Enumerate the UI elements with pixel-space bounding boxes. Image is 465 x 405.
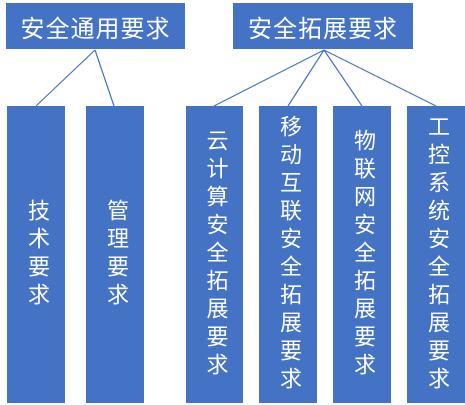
- top-node-label: 安全拓展要求: [248, 14, 398, 43]
- connector-extended-mobile: [287, 49, 325, 107]
- connector-extended-cloud: [213, 49, 325, 107]
- child-node-industrial-control: 工控系统安全拓展要求: [407, 106, 465, 403]
- top-node-label: 安全通用要求: [20, 14, 171, 43]
- connector-general-management: [94, 49, 115, 107]
- top-node-general-requirements: 安全通用要求: [6, 3, 185, 49]
- connector-general-technical: [35, 49, 96, 107]
- child-node-label: 移动互联安全拓展要求: [276, 114, 301, 395]
- child-node-label: 云计算安全拓展要求: [202, 128, 228, 381]
- child-node-management-requirements: 管理要求: [86, 106, 144, 403]
- child-node-label: 工控系统安全拓展要求: [424, 114, 449, 395]
- connector-extended-ics: [323, 49, 437, 107]
- child-node-label: 技术要求: [24, 198, 49, 311]
- child-node-cloud-computing: 云计算安全拓展要求: [186, 106, 243, 403]
- connector-extended-iot: [323, 49, 363, 107]
- top-node-extended-requirements: 安全拓展要求: [233, 3, 413, 49]
- child-node-label: 管理要求: [103, 198, 128, 311]
- child-node-label: 物联网安全拓展要求: [350, 128, 375, 381]
- child-node-technical-requirements: 技术要求: [7, 106, 65, 403]
- child-node-iot: 物联网安全拓展要求: [333, 106, 391, 403]
- child-node-mobile-internet: 移动互联安全拓展要求: [259, 106, 317, 403]
